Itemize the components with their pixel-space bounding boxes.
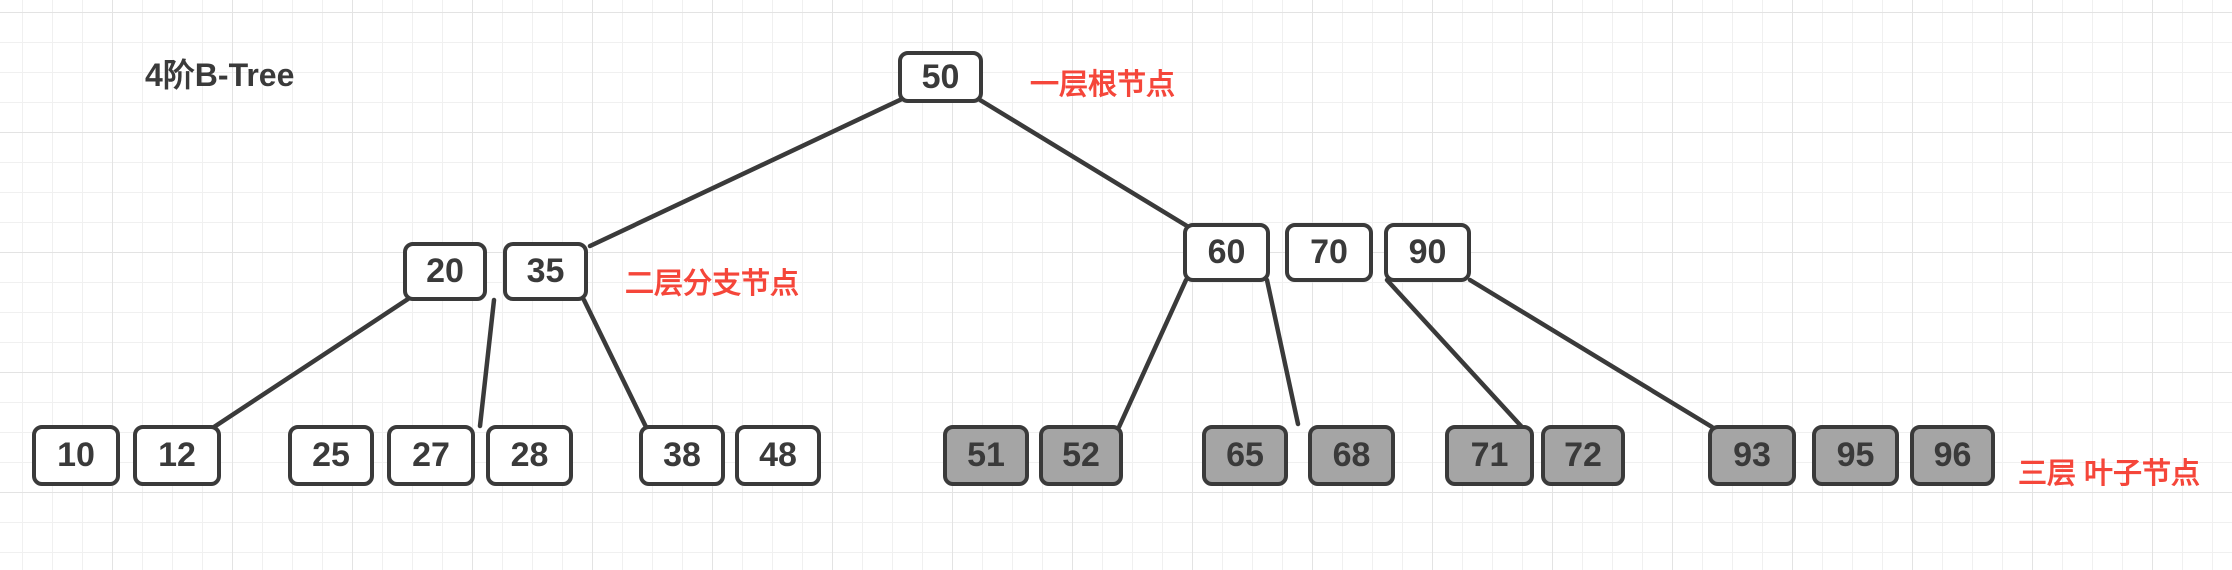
diagram-title: 4阶B-Tree: [145, 57, 295, 93]
annotation-level2-branch: 二层分支节点: [625, 268, 800, 300]
edge-90-to-leaf-71-72: [1384, 277, 1524, 429]
edge-root-to-right-branch: [977, 97, 1190, 229]
edge-35-to-leaf-38-48: [581, 297, 649, 430]
root-key-50: 50: [898, 51, 983, 103]
leaf-key-65: 65: [1202, 425, 1288, 486]
leaf-key-27: 27: [387, 425, 475, 486]
branch-key-70: 70: [1285, 223, 1373, 282]
annotation-level3-leaf: 三层 叶子节点: [2018, 458, 2201, 490]
leaf-key-95: 95: [1812, 425, 1899, 486]
edge-20-to-leaf-10-12: [211, 296, 411, 430]
leaf-key-71: 71: [1445, 425, 1534, 486]
edge-60-to-leaf-51-52: [1116, 277, 1189, 430]
leaf-key-10: 10: [32, 425, 120, 486]
leaf-key-38: 38: [639, 425, 725, 486]
edge-60-to-leaf-65-68: [1264, 277, 1301, 427]
leaf-key-51: 51: [943, 425, 1029, 486]
branch-key-90: 90: [1384, 223, 1471, 282]
edge-20-35-to-leaf-25-27-28: [477, 297, 497, 429]
leaf-key-48: 48: [735, 425, 821, 486]
branch-key-60: 60: [1183, 223, 1270, 282]
branch-key-20: 20: [403, 242, 487, 301]
leaf-key-12: 12: [133, 425, 221, 486]
leaf-key-93: 93: [1708, 425, 1796, 486]
leaf-key-25: 25: [288, 425, 374, 486]
leaf-key-52: 52: [1039, 425, 1123, 486]
leaf-key-96: 96: [1910, 425, 1995, 486]
leaf-key-72: 72: [1541, 425, 1625, 486]
leaf-key-68: 68: [1308, 425, 1395, 486]
edge-90-to-leaf-93-95-96: [1467, 277, 1715, 430]
branch-key-35: 35: [503, 242, 588, 301]
annotation-level1-root: 一层根节点: [1030, 69, 1176, 101]
leaf-key-28: 28: [486, 425, 573, 486]
edge-root-to-left-branch: [587, 96, 905, 249]
